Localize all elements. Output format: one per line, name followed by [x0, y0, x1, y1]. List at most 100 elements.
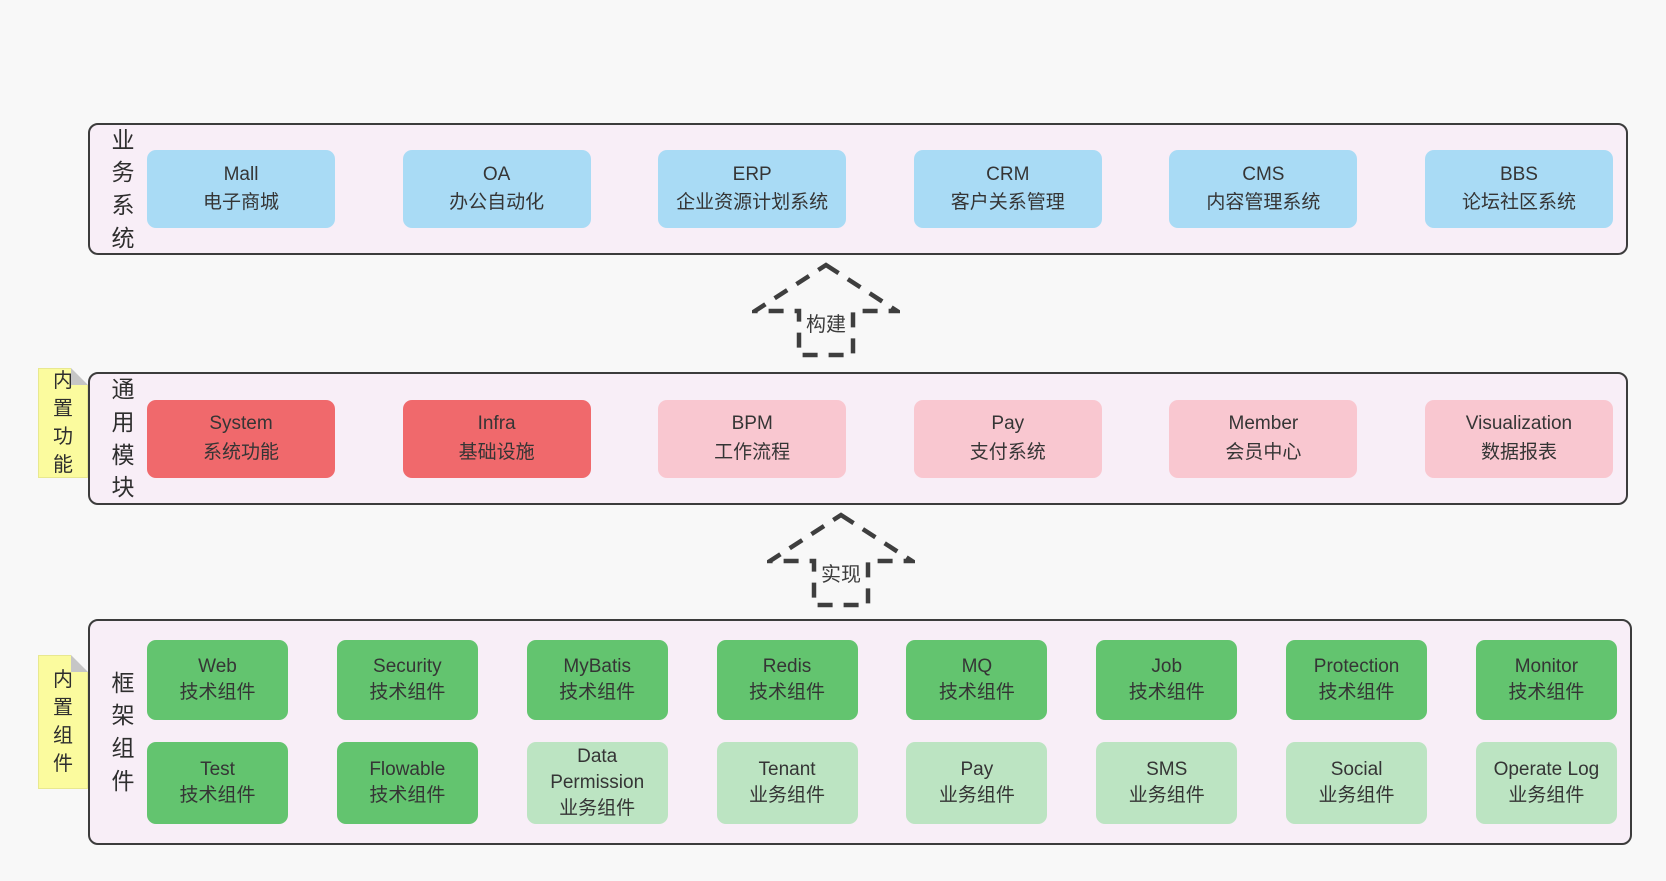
box-title: Tenant: [758, 758, 816, 780]
sticky-note-text: 内置功能: [53, 370, 73, 476]
box-bpm: BPM 工作流程: [658, 399, 847, 478]
box-cms: CMS 内容管理系统: [1169, 150, 1358, 228]
layer-label-framework-components: 框架组件: [111, 669, 135, 794]
box-subtitle: 技术组件: [1508, 682, 1585, 703]
sticky-note-text: 内置组件: [53, 669, 73, 775]
box-subtitle: 技术组件: [179, 682, 256, 703]
box-job: Job 技术组件: [1096, 640, 1238, 720]
box-sms: SMS 业务组件: [1096, 742, 1238, 824]
component-rows: Web 技术组件 Security 技术组件 MyBatis 技术组件 Redi…: [147, 640, 1617, 824]
arrow-up-dashed-icon: [767, 512, 915, 608]
box-subtitle: 论坛社区系统: [1461, 192, 1576, 213]
box-subtitle: 业务组件: [559, 798, 636, 820]
box-subtitle: 系统功能: [202, 441, 279, 463]
box-subtitle: 技术组件: [749, 682, 826, 703]
arrow-up-dashed-icon: [752, 262, 900, 358]
box-title: Operate Log: [1493, 758, 1600, 780]
box-title: Web: [198, 655, 237, 677]
box-title: MQ: [961, 655, 993, 677]
box-visualization: Visualization 数据报表: [1424, 399, 1613, 478]
sticky-note-builtin-components: 内置组件: [38, 655, 88, 789]
box-title: Data Permission: [550, 745, 645, 793]
arrow-build-label: 构建: [806, 314, 846, 336]
box-title: Mall: [223, 163, 259, 185]
box-title: Security: [373, 655, 442, 677]
folded-corner-icon: [71, 368, 88, 385]
box-subtitle: 办公自动化: [449, 192, 545, 213]
box-title: CRM: [986, 163, 1030, 185]
box-operate-log: Operate Log 业务组件: [1475, 742, 1617, 824]
box-title: Job: [1151, 655, 1183, 677]
box-subtitle: 技术组件: [1318, 682, 1395, 703]
box-title: Protection: [1313, 655, 1400, 677]
box-title: System: [209, 413, 273, 434]
box-title: SMS: [1146, 758, 1188, 780]
box-pay-business: Pay 业务组件: [906, 742, 1048, 824]
box-protection: Protection 技术组件: [1286, 640, 1428, 720]
module-boxes-row: System 系统功能 Infra 基础设施 BPM 工作流程 Pay 支付系统…: [147, 399, 1613, 478]
component-row-1: Web 技术组件 Security 技术组件 MyBatis 技术组件 Redi…: [147, 640, 1617, 720]
box-subtitle: 技术组件: [1128, 682, 1205, 703]
layer-framework-components: 框架组件 Web 技术组件 Security 技术组件 MyBatis 技术组件…: [88, 619, 1632, 845]
box-subtitle: 技术组件: [369, 785, 446, 806]
box-infra: Infra 基础设施: [402, 399, 591, 478]
box-subtitle: 业务组件: [1128, 785, 1205, 806]
box-subtitle: 业务组件: [938, 785, 1015, 806]
box-data-permission: Data Permission 业务组件: [526, 742, 668, 824]
box-title: Flowable: [369, 758, 446, 780]
box-member: Member 会员中心: [1169, 399, 1358, 478]
box-redis: Redis 技术组件: [716, 640, 858, 720]
box-subtitle: 业务组件: [1508, 785, 1585, 806]
box-subtitle: 企业资源计划系统: [676, 192, 829, 213]
box-title: Member: [1228, 413, 1299, 434]
box-title: MyBatis: [563, 655, 631, 677]
box-subtitle: 技术组件: [559, 682, 636, 703]
box-erp: ERP 企业资源计划系统: [658, 150, 847, 228]
box-subtitle: 会员中心: [1225, 441, 1302, 463]
arrow-build: 构建: [752, 262, 900, 358]
box-subtitle: 业务组件: [1318, 785, 1395, 806]
box-subtitle: 电子商城: [202, 192, 279, 213]
layer-label-common-modules: 通用模块: [111, 376, 135, 501]
box-subtitle: 技术组件: [179, 785, 256, 806]
box-title: Visualization: [1465, 413, 1573, 434]
box-subtitle: 客户关系管理: [950, 192, 1065, 213]
box-web: Web 技术组件: [147, 640, 288, 720]
box-monitor: Monitor 技术组件: [1475, 640, 1617, 720]
box-subtitle: 技术组件: [369, 682, 446, 703]
arrow-implement-label: 实现: [821, 564, 861, 586]
business-boxes-row: Mall 电子商城 OA 办公自动化 ERP 企业资源计划系统 CRM 客户关系…: [147, 150, 1613, 228]
folded-corner-icon: [71, 655, 88, 672]
box-security: Security 技术组件: [336, 640, 478, 720]
box-subtitle: 工作流程: [714, 441, 791, 463]
box-subtitle: 基础设施: [458, 441, 535, 463]
box-title: BBS: [1499, 163, 1538, 185]
box-title: Pay: [960, 758, 994, 780]
box-title: ERP: [732, 163, 772, 185]
component-row-2: Test 技术组件 Flowable 技术组件 Data Permission …: [147, 742, 1617, 824]
box-crm: CRM 客户关系管理: [913, 150, 1102, 228]
box-title: CMS: [1242, 163, 1285, 185]
box-title: Monitor: [1514, 655, 1579, 677]
box-subtitle: 技术组件: [938, 682, 1015, 703]
arrow-implement: 实现: [767, 512, 915, 608]
box-subtitle: 内容管理系统: [1206, 192, 1321, 213]
box-title: Pay: [991, 413, 1025, 434]
sticky-note-builtin-functions: 内置功能: [38, 368, 88, 478]
layer-business-systems: 业务系统 Mall 电子商城 OA 办公自动化 ERP 企业资源计划系统 CRM…: [88, 123, 1628, 255]
box-title: Infra: [477, 413, 516, 434]
layer-common-modules: 通用模块 System 系统功能 Infra 基础设施 BPM 工作流程 Pay…: [88, 372, 1628, 505]
box-mybatis: MyBatis 技术组件: [526, 640, 668, 720]
layer-label-business-systems: 业务系统: [111, 126, 135, 251]
box-title: BPM: [731, 413, 773, 434]
box-bbs: BBS 论坛社区系统: [1424, 150, 1613, 228]
box-subtitle: 业务组件: [749, 785, 826, 806]
box-title: OA: [482, 163, 511, 185]
box-mall: Mall 电子商城: [147, 150, 335, 228]
box-flowable: Flowable 技术组件: [336, 742, 478, 824]
box-oa: OA 办公自动化: [402, 150, 591, 228]
box-subtitle: 数据报表: [1480, 441, 1557, 463]
box-subtitle: 支付系统: [969, 441, 1046, 463]
box-title: Social: [1330, 758, 1383, 780]
box-mq: MQ 技术组件: [906, 640, 1048, 720]
